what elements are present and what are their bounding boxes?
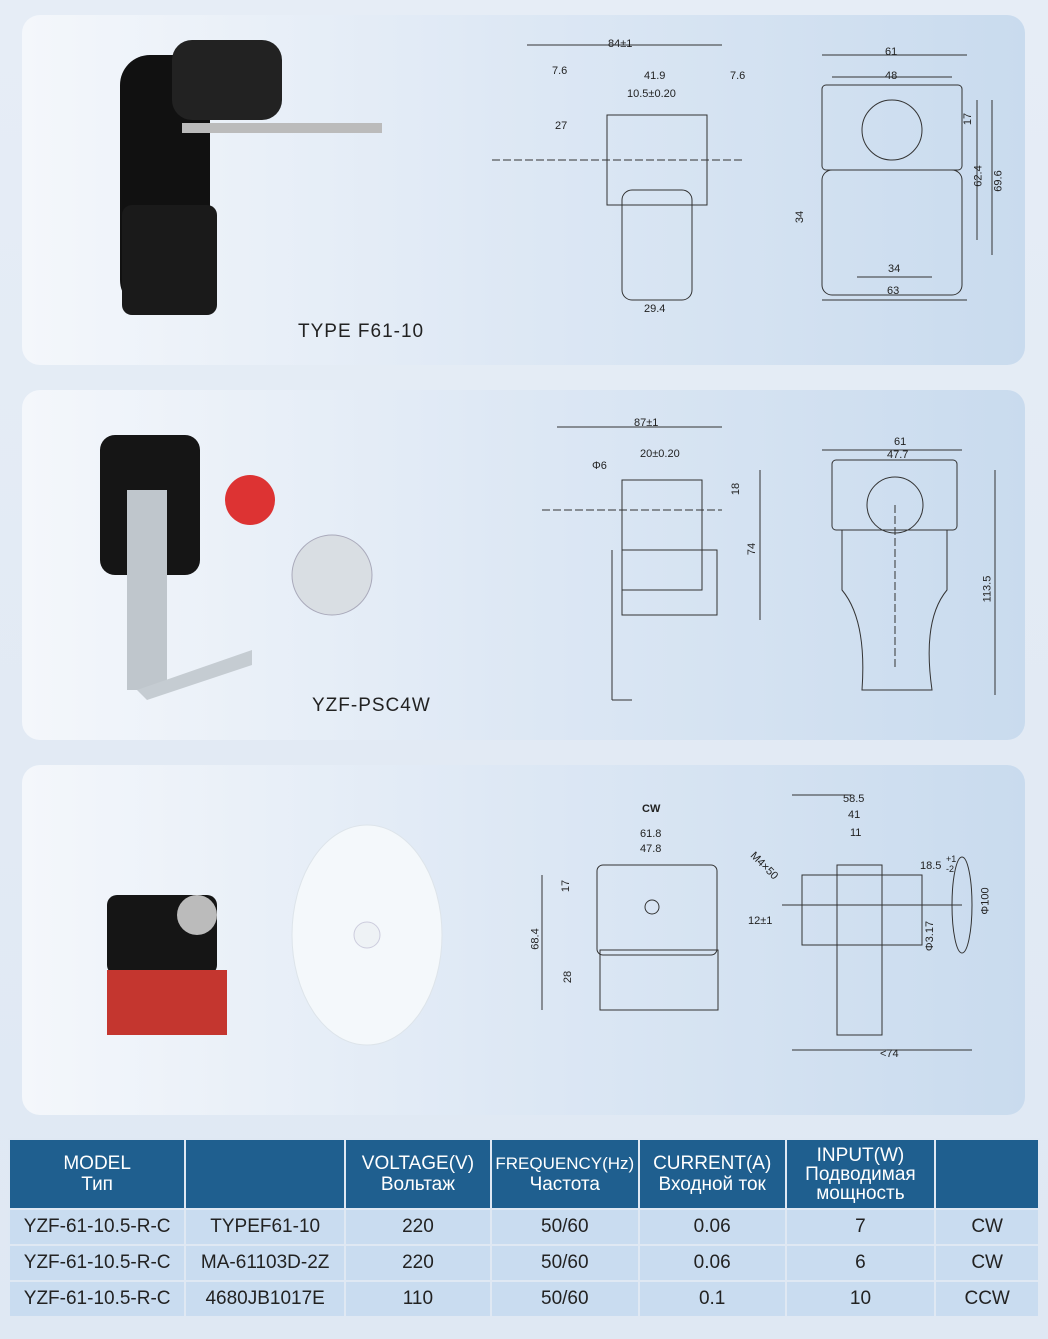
cell: CW <box>934 1208 1040 1246</box>
col-header-type <box>184 1138 347 1210</box>
col-header-rotation <box>934 1138 1040 1210</box>
dim-label: 61 <box>885 46 898 58</box>
dim-label: 7.6 <box>552 65 568 77</box>
cell: CW <box>934 1244 1040 1282</box>
cell: 6 <box>784 1244 937 1282</box>
dim-label: Φ6 <box>592 460 607 472</box>
product-panel-yzf-psc4w: YZF-PSC4W 87±1 20±0.20 Φ6 18 74 61 47.7 … <box>22 390 1025 740</box>
dim-label: 47.8 <box>640 843 662 855</box>
dim-label: 34 <box>888 263 901 275</box>
dim-label: 63 <box>887 285 900 297</box>
cell: 4680JB1017E <box>184 1280 347 1318</box>
product-caption: TYPE F61-10 <box>298 321 425 342</box>
dim-label: 18 <box>730 482 743 496</box>
cell: YZF-61-10.5-R-C <box>7 1208 187 1246</box>
motor-illustration <box>100 426 996 701</box>
dim-label: 17 <box>962 112 975 126</box>
product-panel-f61-10: TYPE F61-10 84±1 7.6 41.9 7.6 10.5±0.20 … <box>22 15 1025 365</box>
dim-label: 48 <box>885 70 898 82</box>
cell: YZF-61-10.5-R-C <box>7 1244 187 1282</box>
dim-label: 61 <box>894 436 907 448</box>
cell: YZF-61-10.5-R-C <box>7 1280 187 1318</box>
dim-label: 34 <box>794 210 807 224</box>
dim-label: 61.8 <box>640 828 662 840</box>
dim-label: 58.5 <box>843 793 865 805</box>
rotation-label: CW <box>642 803 661 815</box>
cell: 0.06 <box>637 1208 787 1246</box>
dim-label: 87±1 <box>634 417 659 429</box>
col-header-input: INPUT(W)Подводимая мощность <box>784 1138 937 1210</box>
cell: 110 <box>344 1280 492 1318</box>
dim-label: 28 <box>562 970 575 984</box>
dim-label: 29.4 <box>644 303 666 315</box>
dim-label: -2 <box>946 864 955 874</box>
dim-label: Φ100 <box>979 887 992 915</box>
dim-label: 7.6 <box>730 70 746 82</box>
cell: 10 <box>784 1280 937 1318</box>
dim-label: 10.5±0.20 <box>627 88 676 100</box>
dim-label: 41 <box>848 809 861 821</box>
cell: 220 <box>344 1208 492 1246</box>
product-panel-yzf-61: CW 61.8 47.8 17 68.4 28 58.5 41 11 M4×50… <box>22 765 1025 1115</box>
dim-label: 27 <box>555 120 568 132</box>
motor-illustration <box>107 794 973 1051</box>
dim-label: 84±1 <box>608 38 633 50</box>
product-caption: YZF-PSC4W <box>312 695 431 716</box>
dim-label: 62.4 <box>972 165 985 187</box>
col-header-voltage: VOLTAGE(V)Вольтаж <box>344 1138 492 1210</box>
dim-label: 47.7 <box>887 449 909 461</box>
dim-label: 18.5 <box>920 860 942 872</box>
cell: 7 <box>784 1208 937 1246</box>
dim-label: 69.6 <box>992 170 1005 192</box>
dim-label: +1 <box>946 854 957 864</box>
cell: 220 <box>344 1244 492 1282</box>
col-header-current: CURRENT(A)Входной ток <box>637 1138 787 1210</box>
dim-label: 41.9 <box>644 70 666 82</box>
cell: 50/60 <box>489 1208 640 1246</box>
cell: 0.1 <box>637 1280 787 1318</box>
cell: 50/60 <box>489 1280 640 1318</box>
dim-label: 17 <box>560 879 573 893</box>
cell: CCW <box>934 1280 1040 1318</box>
dim-label: 68.4 <box>529 928 542 950</box>
dim-label: Φ3.17 <box>924 920 937 952</box>
cell: 0.06 <box>637 1244 787 1282</box>
dim-label: 113.5 <box>981 575 994 603</box>
motor-illustration <box>120 40 993 315</box>
dim-label: 11 <box>850 827 862 839</box>
dim-label: 74 <box>746 542 759 556</box>
dim-label: 12±1 <box>748 915 773 927</box>
dim-label: 20±0.20 <box>640 448 680 460</box>
cell: TYPEF61-10 <box>184 1208 347 1246</box>
dim-label: <74 <box>880 1048 899 1060</box>
col-header-frequency: FREQUENCY(Hz)Частота <box>489 1138 640 1210</box>
cell: MA-61103D-2Z <box>184 1244 347 1282</box>
cell: 50/60 <box>489 1244 640 1282</box>
